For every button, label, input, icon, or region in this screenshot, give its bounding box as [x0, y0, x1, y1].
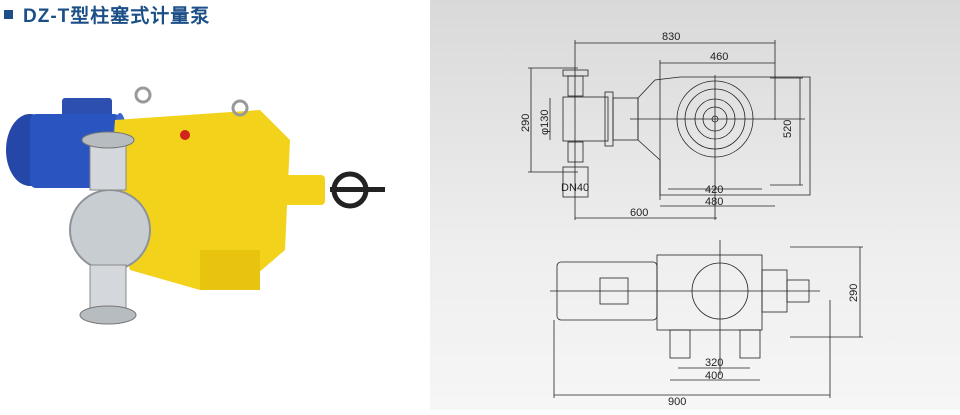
dim-900: 900 [668, 396, 686, 408]
dim-830: 830 [662, 31, 680, 43]
bullet-square-icon [4, 10, 13, 19]
dim-290-top: 290 [848, 284, 860, 302]
page-title: DZ-T型柱塞式计量泵 [4, 1, 210, 28]
dim-400: 400 [705, 370, 723, 382]
dim-460: 460 [710, 51, 728, 63]
dim-320: 320 [705, 357, 723, 369]
top-view [550, 240, 863, 398]
dimension-drawing: 830 460 290 φ130 520 DN40 420 480 600 29… [430, 0, 960, 410]
dim-600: 600 [630, 207, 648, 219]
title-text: DZ-T型柱塞式计量泵 [23, 6, 211, 27]
front-view [528, 40, 811, 220]
dim-520: 520 [782, 120, 794, 138]
dim-480: 480 [705, 196, 723, 208]
pump-photo [6, 86, 385, 325]
dim-phi130: φ130 [539, 110, 551, 136]
dim-dn40: DN40 [561, 182, 589, 194]
dim-290: 290 [520, 114, 532, 132]
dim-420: 420 [705, 184, 723, 196]
